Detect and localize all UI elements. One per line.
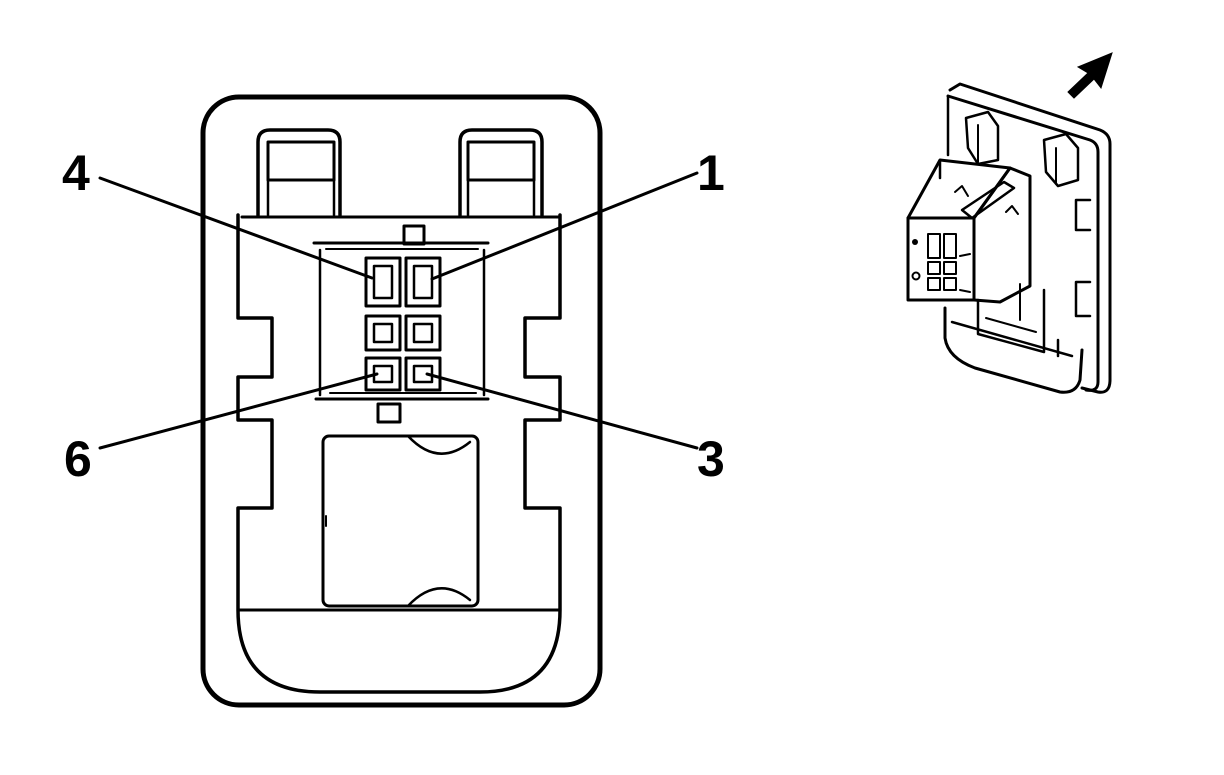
callout-pin-6: 6	[64, 431, 92, 487]
cavity-pin-4	[364, 256, 402, 308]
housing-outer	[200, 94, 603, 708]
callout-pin-4: 4	[62, 145, 90, 201]
terminal-cavities	[364, 256, 442, 392]
latch-tab-left	[256, 128, 342, 217]
cavity-pin-1	[404, 256, 442, 308]
leader-pin-4	[98, 176, 374, 280]
housing-inner	[236, 213, 562, 694]
callout-pin-3: 3	[697, 431, 725, 487]
callout-pin-1: 1	[697, 145, 725, 201]
latch-tab-right	[458, 128, 544, 217]
cavity-pin-3	[404, 356, 442, 392]
connector-face-view	[98, 94, 699, 708]
cavity-pin-6	[364, 356, 402, 392]
arrow-direction-icon	[1067, 52, 1113, 99]
connector-isometric-view	[906, 52, 1113, 394]
lower-window	[321, 434, 480, 608]
leader-pin-6	[98, 372, 379, 450]
key-top	[402, 224, 426, 246]
cavity-pin-2	[404, 314, 442, 352]
leader-lines	[98, 171, 699, 450]
cavity-pin-5	[364, 314, 402, 352]
key-bottom	[376, 402, 402, 424]
leader-pin-1	[430, 171, 699, 281]
leader-pin-3	[425, 372, 699, 450]
